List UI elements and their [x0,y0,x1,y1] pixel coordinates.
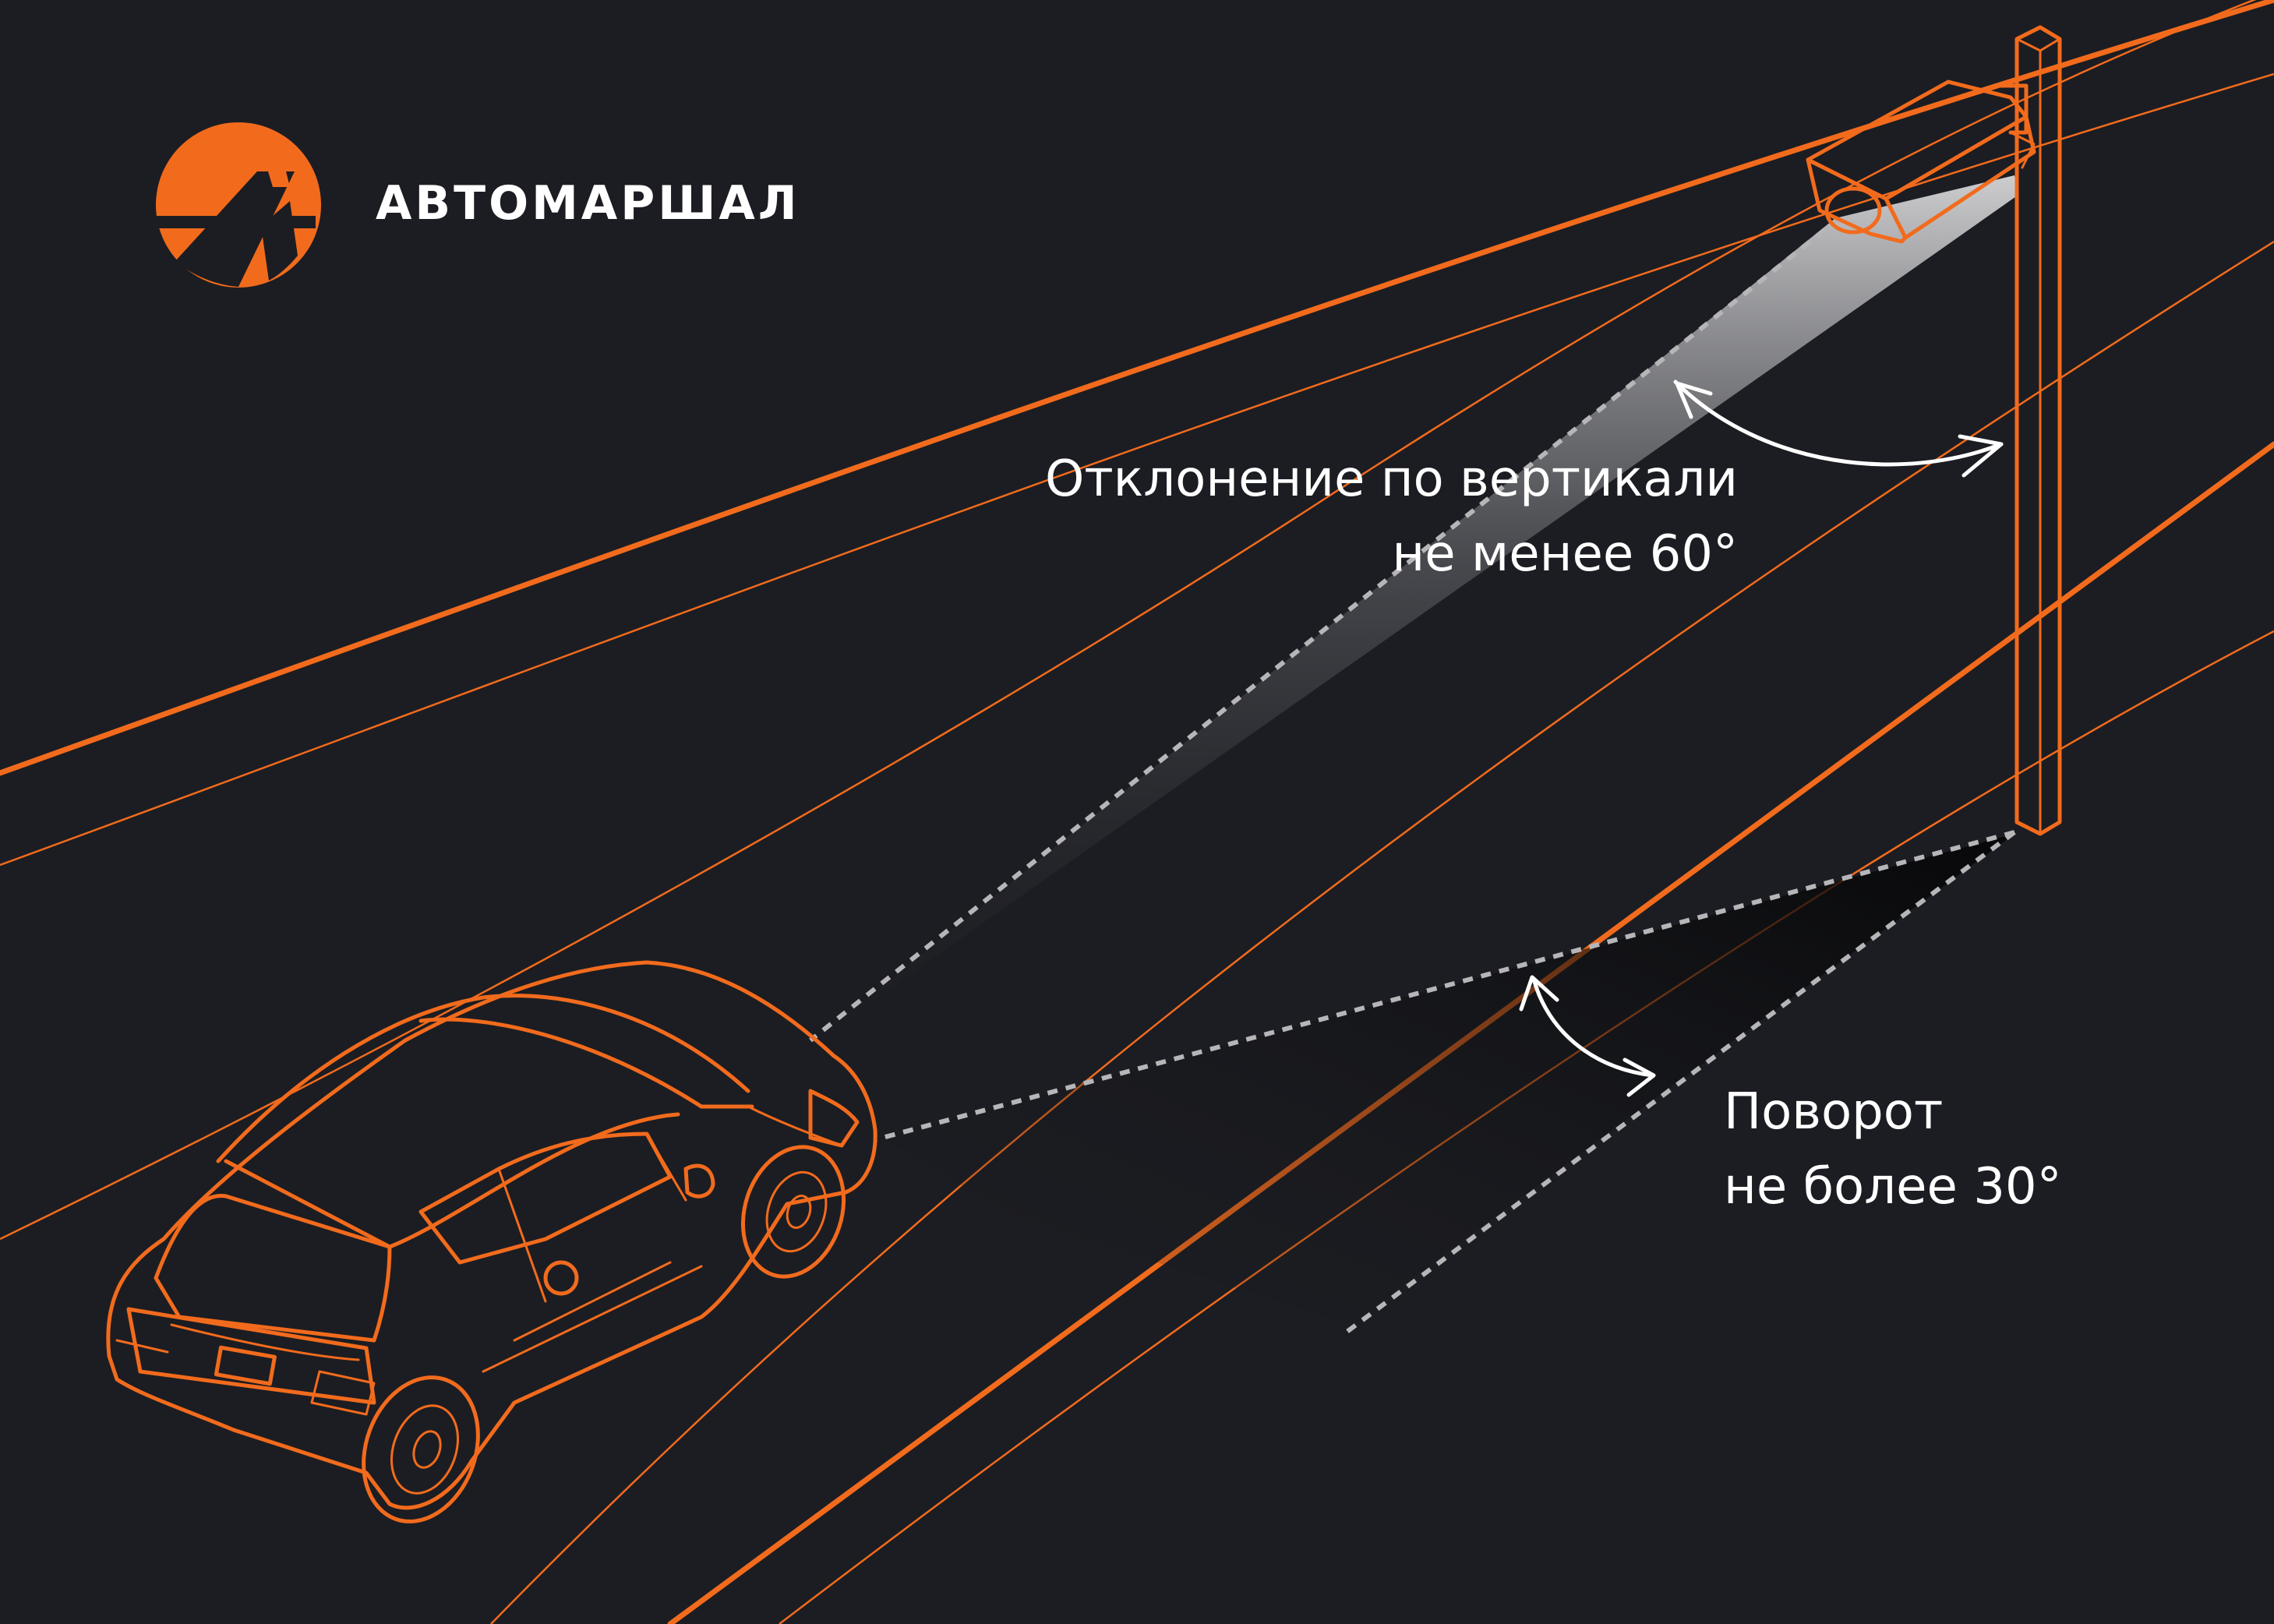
camera-icon [1806,79,2036,244]
brand-name: АВТОМАРШАЛ [376,176,800,231]
ground-projection-shadow [881,834,2014,1325]
logo-icon [156,122,321,288]
turn-arc-arrow-icon [1519,975,1656,1097]
turn-annotation-line1: Поворот [1724,1083,1944,1141]
car-icon [106,960,877,1523]
tilt-arc-arrow-icon [1673,380,2004,478]
tilt-annotation-line1: Отклонение по вертикали [1044,450,1738,508]
road-edge-far [0,0,2274,776]
tilt-annotation-line2: не менее 60° [1392,525,1738,583]
dashed-rays [809,216,2016,1335]
turn-annotation: Поворот не более 30° [1724,1075,2062,1224]
tilt-annotation: Отклонение по вертикали не менее 60° [1045,442,1738,591]
turn-annotation-line2: не более 30° [1724,1158,2062,1216]
ray-pole-to-car-front [876,830,2015,1142]
pole-icon [2014,25,2062,836]
ray-camera-to-car-roof [809,216,1841,1043]
road-line-mid [490,240,2274,1624]
camera-view-beam [810,175,2018,1044]
ray-pole-down-road [1344,830,2016,1335]
